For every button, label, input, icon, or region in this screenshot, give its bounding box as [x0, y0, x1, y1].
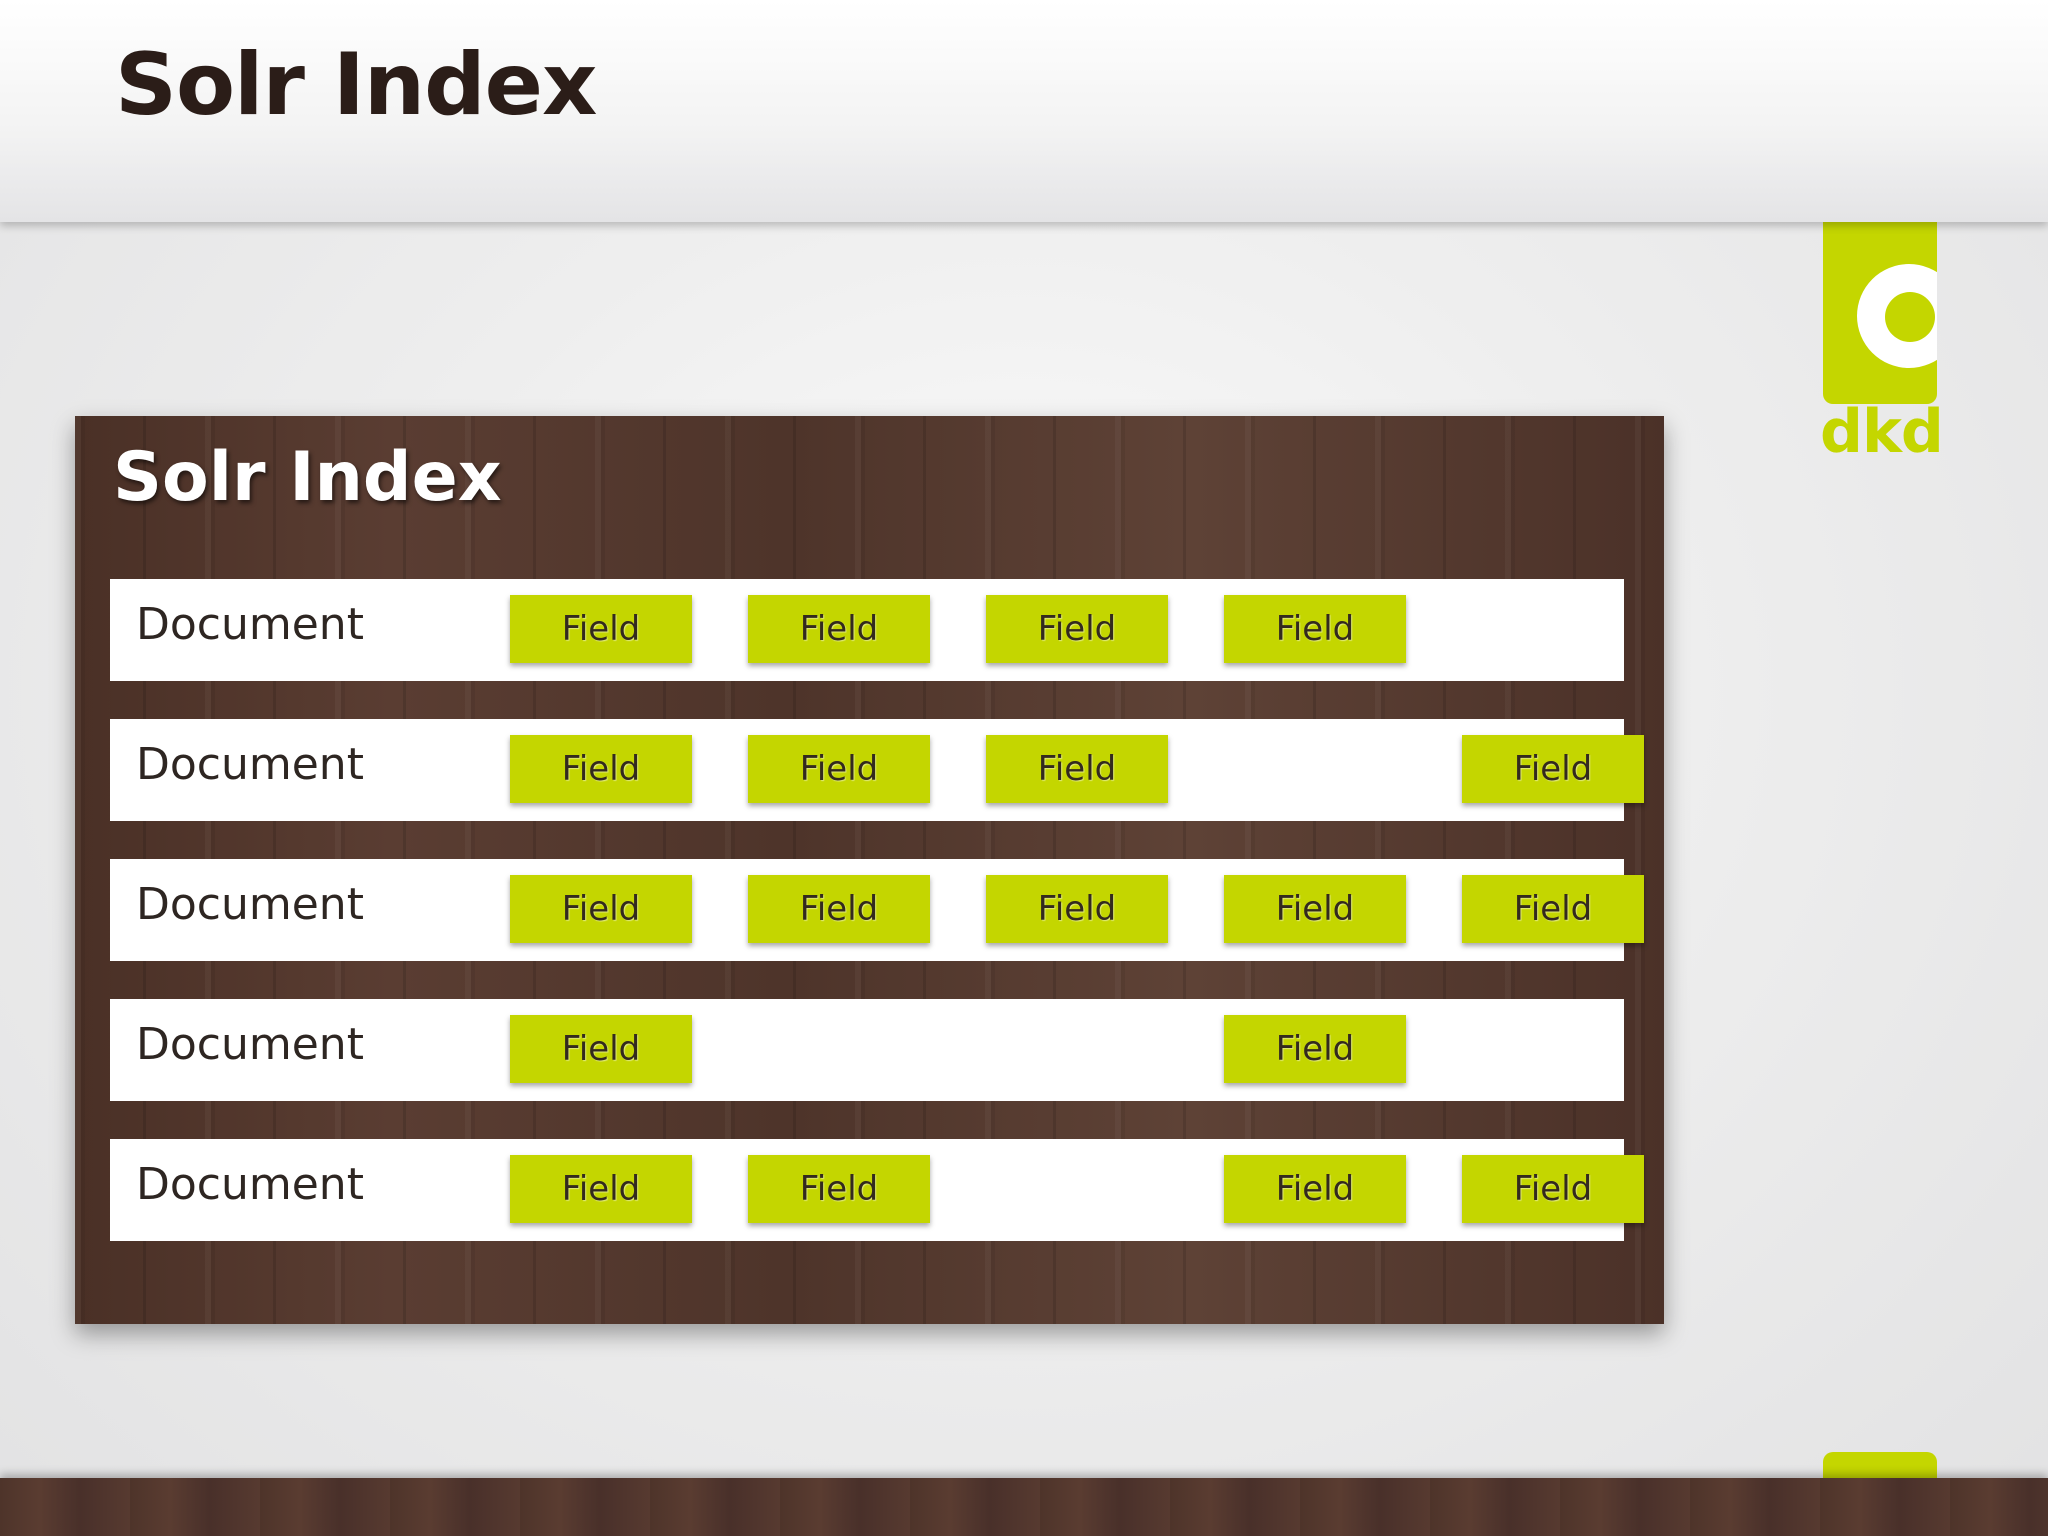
field-box: Field [748, 595, 930, 663]
document-label: Document [136, 879, 364, 930]
diagram-title: Solr Index [113, 438, 502, 517]
field-label: Field [1275, 609, 1355, 649]
field-label: Field [1275, 889, 1355, 929]
document-label: Document [136, 1019, 364, 1070]
field-box: Field [1462, 735, 1644, 803]
document-row: Document Field Field Field Field [110, 719, 1644, 821]
slide-header: Solr Index [0, 0, 2048, 222]
field-box: Field [1462, 875, 1644, 943]
field-box: Field [1224, 1015, 1406, 1083]
field-label: Field [1037, 889, 1117, 929]
field-label: Field [799, 749, 879, 789]
field-label: Field [1513, 749, 1593, 789]
document-row: Document Field Field Field Field [110, 579, 1624, 681]
field-label: Field [799, 1169, 879, 1209]
field-label: Field [1037, 609, 1117, 649]
field-box: Field [510, 1155, 692, 1223]
field-box: Field [748, 875, 930, 943]
field-box: Field [748, 1155, 930, 1223]
field-label: Field [1275, 1029, 1355, 1069]
dkd-logo-text: dkd [1820, 397, 1944, 467]
field-box: Field [510, 1015, 692, 1083]
footer-accent-tab [1823, 1452, 1937, 1478]
field-box: Field [1224, 1155, 1406, 1223]
field-label: Field [1513, 889, 1593, 929]
field-box: Field [510, 875, 692, 943]
field-label: Field [799, 609, 879, 649]
field-box: Field [986, 595, 1168, 663]
field-box: Field [748, 735, 930, 803]
field-label: Field [799, 889, 879, 929]
field-label: Field [561, 1029, 641, 1069]
field-box: Field [986, 875, 1168, 943]
slide-footer [0, 1478, 2048, 1536]
document-row: Document Field Field Field Field Field [110, 859, 1644, 961]
field-box: Field [1224, 875, 1406, 943]
field-label: Field [561, 609, 641, 649]
slide-title: Solr Index [115, 35, 597, 135]
document-label: Document [136, 1159, 364, 1210]
field-box: Field [510, 735, 692, 803]
document-row: Document Field Field [110, 999, 1624, 1101]
field-label: Field [561, 1169, 641, 1209]
document-row: Document Field Field Field Field [110, 1139, 1644, 1241]
document-label: Document [136, 739, 364, 790]
document-label: Document [136, 599, 364, 650]
field-box: Field [510, 595, 692, 663]
field-label: Field [561, 889, 641, 929]
field-box: Field [986, 735, 1168, 803]
field-label: Field [1513, 1169, 1593, 1209]
field-box: Field [1224, 595, 1406, 663]
dkd-logo-icon [1823, 222, 1937, 404]
field-box: Field [1462, 1155, 1644, 1223]
field-label: Field [561, 749, 641, 789]
field-label: Field [1275, 1169, 1355, 1209]
field-label: Field [1037, 749, 1117, 789]
